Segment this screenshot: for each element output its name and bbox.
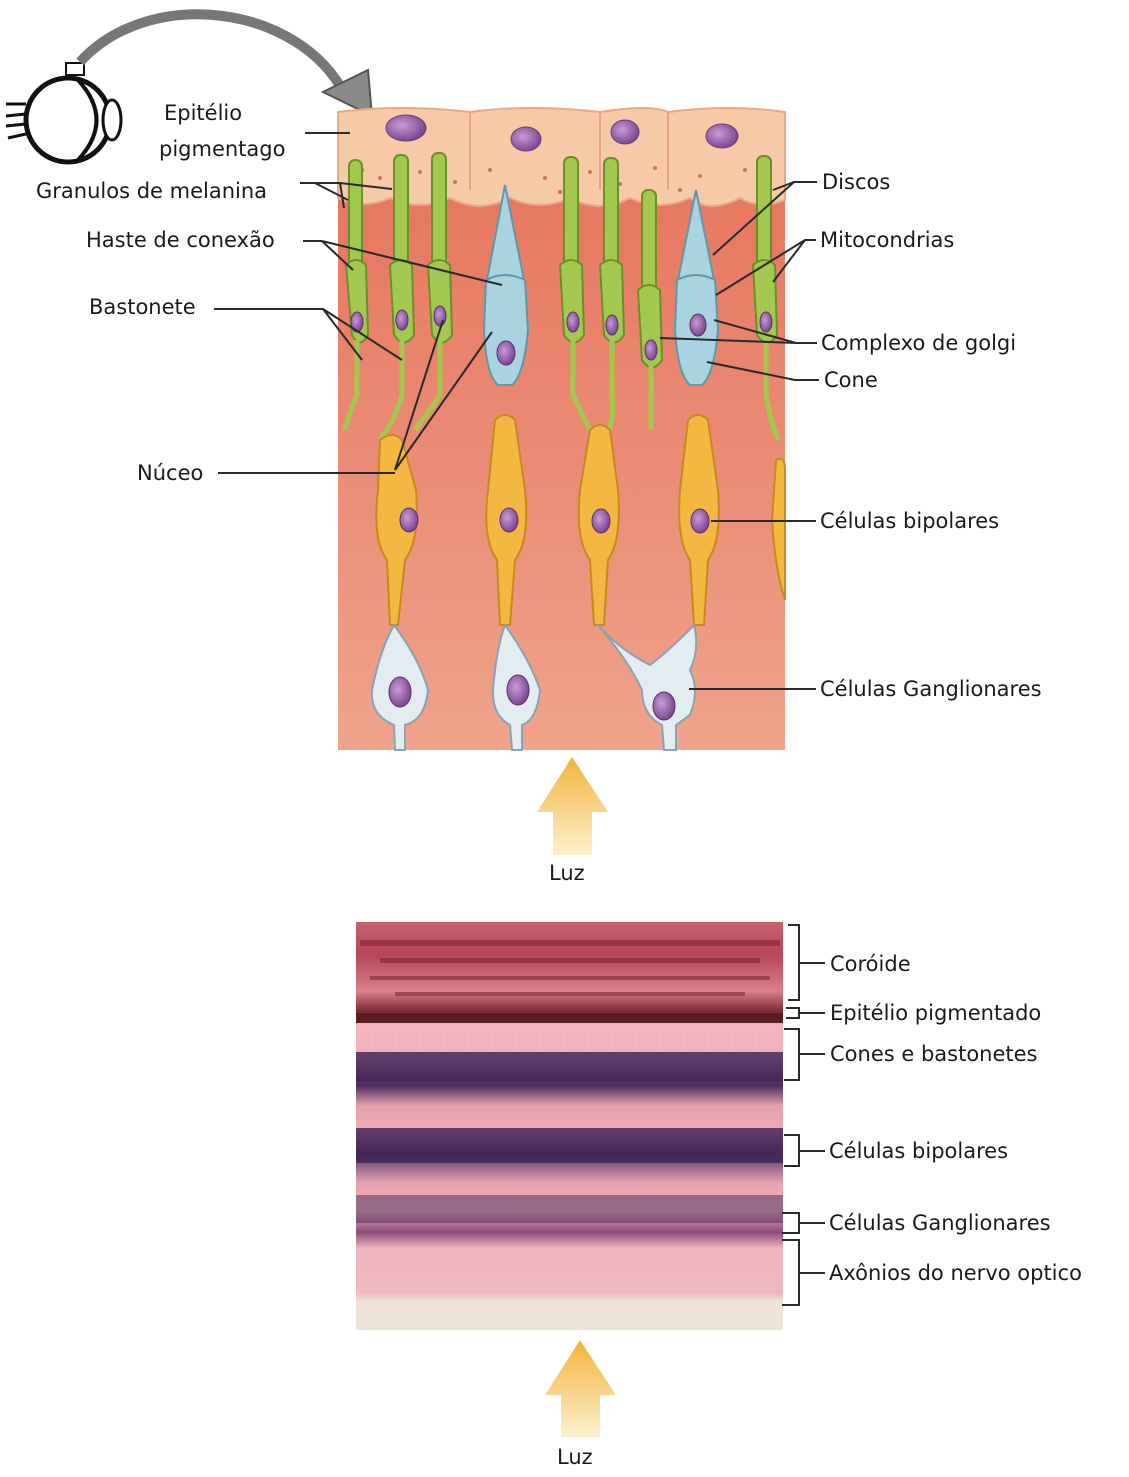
- label-mitocondrias: Mitocondrias: [820, 228, 954, 252]
- label-bipolares-histo: Células bipolares: [829, 1139, 1008, 1163]
- label-coroide: Coróide: [830, 952, 911, 976]
- magnification-arrow: [80, 14, 345, 95]
- histology-brackets: [782, 925, 825, 1305]
- label-ganglionares-histo: Células Ganglionares: [829, 1211, 1051, 1235]
- pigment-nucleus: [611, 120, 639, 144]
- label-epitelio-pigmentado: Epitélio pigmentado: [830, 1001, 1041, 1025]
- label-luz-top: Luz: [549, 861, 585, 885]
- pigment-nucleus: [706, 124, 738, 148]
- label-cones-bastonetes: Cones e bastonetes: [830, 1042, 1038, 1066]
- retina-diagram: [338, 108, 785, 750]
- label-discos: Discos: [822, 170, 890, 194]
- histology-micrograph: [356, 922, 783, 1330]
- label-granulos: Granulos de melanina: [36, 179, 267, 203]
- label-epitelio-line2: pigmentago: [159, 137, 285, 161]
- label-axonios: Axônios do nervo optico: [829, 1261, 1082, 1285]
- label-bipolares-top: Células bipolares: [820, 509, 999, 533]
- label-golgi: Complexo de golgi: [821, 331, 1016, 355]
- label-epitelio-line1: Epitélio: [164, 101, 242, 125]
- label-haste: Haste de conexão: [86, 228, 275, 252]
- label-bastonete: Bastonete: [89, 295, 196, 319]
- label-cone: Cone: [824, 368, 878, 392]
- light-arrow-icon: [537, 757, 608, 855]
- label-ganglionares-top: Células Ganglionares: [820, 677, 1042, 701]
- label-luz-bottom: Luz: [557, 1445, 593, 1469]
- eye-icon: [6, 63, 121, 162]
- label-nucleo: Núceo: [137, 461, 203, 485]
- light-arrow-icon: [545, 1340, 616, 1437]
- pigment-nucleus: [386, 115, 426, 141]
- pigment-nucleus: [511, 127, 541, 151]
